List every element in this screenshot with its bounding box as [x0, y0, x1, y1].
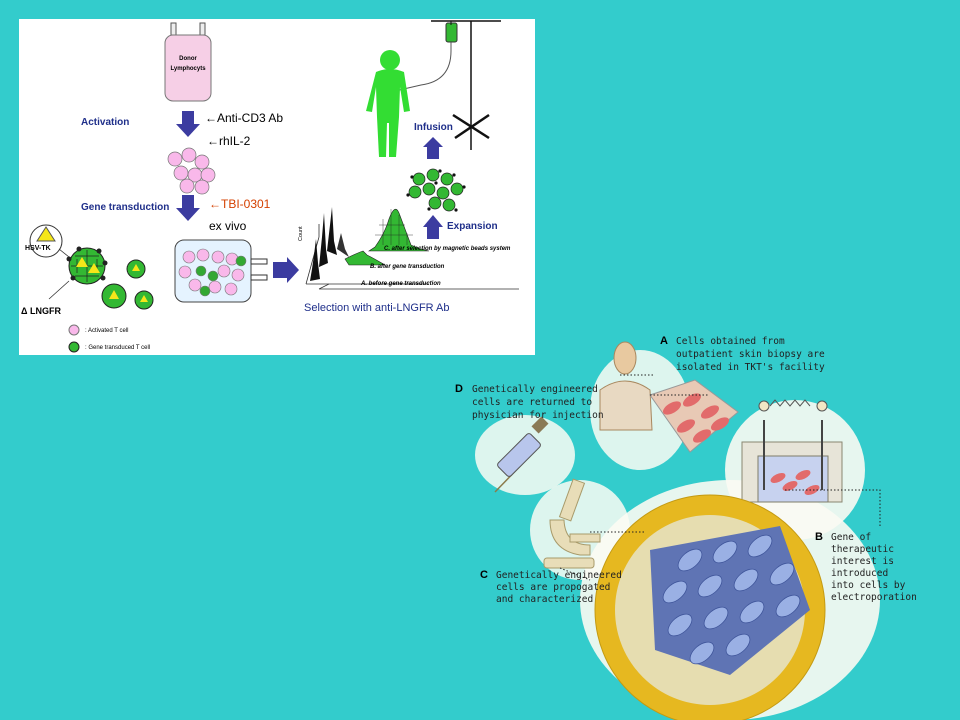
caption-c-letter: C — [480, 569, 488, 581]
caption-d-line3: physician for injection — [472, 410, 604, 421]
caption-c-line2: cells are propogated — [496, 582, 610, 593]
anti-cd3-label: ←Anti-CD3 Ab — [205, 111, 283, 125]
histogram-label-a: A. before gene transduction — [360, 281, 441, 287]
arrow-down-icon — [176, 111, 200, 137]
patient-bust-icon — [599, 341, 653, 431]
caption-b-line5: into cells by — [831, 580, 906, 591]
histogram-label-c: C. after selection by magnetic beads sys… — [384, 246, 511, 252]
hsv-tk-small-triangles — [109, 264, 148, 302]
expansion-label: Expansion — [447, 221, 498, 232]
lngfr-label: Δ LNGFR — [21, 306, 61, 316]
process-illustration: A Cells obtained from outpatient skin bi… — [455, 335, 917, 720]
legend-activated-label: : Activated T cell — [85, 328, 128, 334]
activated-cell-cluster — [167, 147, 216, 195]
legend-transduced-label: : Gene transduced T cell — [85, 345, 150, 351]
hsv-tk-label: HSV-TK — [25, 245, 51, 252]
legend-activated-icon — [68, 324, 80, 336]
caption-a-letter: A — [660, 335, 668, 347]
arrow-up-icon — [423, 137, 443, 159]
expansion-cell-cluster — [408, 168, 464, 212]
expansion-cell-spikes — [406, 169, 466, 212]
caption-b-letter: B — [815, 531, 823, 543]
legend-transduced-icon — [68, 341, 80, 353]
tube-connector — [250, 258, 268, 281]
donor-bag-label-line1: Donor — [179, 56, 197, 62]
callout-lines — [559, 374, 881, 581]
patient-figure-icon — [366, 50, 410, 157]
caption-c-line3: and characterized — [496, 594, 593, 605]
caption-d-line2: cells are returned to — [472, 397, 592, 408]
caption-b-line3: interest is — [831, 556, 894, 567]
magnified-cells-circle — [594, 494, 826, 720]
ex-vivo-label: ex vivo — [209, 219, 247, 233]
syringe-icon — [494, 416, 549, 493]
electroporation-beaker-icon — [741, 399, 843, 503]
caption-d-letter: D — [455, 383, 463, 395]
microscope-icon — [543, 478, 601, 569]
gene-transduction-label: Gene transduction — [81, 202, 169, 213]
culture-cells — [178, 248, 247, 297]
arrow-up-icon — [423, 215, 443, 239]
tbi-label: ←TBI-0301 — [209, 197, 271, 211]
caption-b-line1: Gene of — [831, 532, 871, 543]
iv-stand-icon — [394, 20, 501, 150]
caption-a-line3: isolated in TKT's facility — [676, 362, 825, 373]
rhil2-label: ←rhIL-2 — [207, 134, 251, 148]
donor-bag-icon — [164, 22, 212, 102]
count-axis-label: Count — [298, 226, 304, 241]
caption-c-line1: Genetically engineered — [496, 570, 622, 581]
donor-bag-label-line2: Lymphocyts — [170, 66, 206, 72]
caption-b-line4: introduced — [831, 568, 888, 579]
caption-b-line2: therapeutic — [831, 544, 894, 555]
histogram-label-b: B. after gene transduction — [370, 264, 445, 270]
caption-d-line1: Genetically engineered — [472, 384, 598, 395]
arrow-down-icon — [176, 195, 200, 221]
flow-histogram-3d — [305, 207, 519, 290]
skin-biopsy-sample — [649, 379, 739, 453]
protocol-diagram: Donor Lymphocyts Activation ←Anti-CD3 Ab… — [21, 20, 519, 353]
arrow-right-icon — [273, 257, 299, 283]
engineered-t-cell-large — [66, 246, 108, 285]
activation-label: Activation — [81, 117, 129, 128]
caption-b-line6: electroporation — [831, 592, 917, 603]
protocol-diagram-panel: Donor Lymphocyts Activation ←Anti-CD3 Ab… — [19, 19, 535, 355]
selection-label: Selection with anti-LNGFR Ab — [304, 302, 450, 314]
hsv-tk-triangle-icon — [36, 226, 56, 242]
infusion-label: Infusion — [414, 122, 453, 133]
caption-a-line2: outpatient skin biopsy are — [676, 349, 825, 360]
process-illustration-panel: A Cells obtained from outpatient skin bi… — [440, 320, 960, 720]
caption-a-line1: Cells obtained from — [676, 336, 785, 347]
